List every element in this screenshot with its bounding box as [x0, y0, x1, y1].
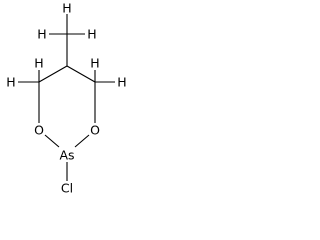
bond-o3-as: [74, 134, 90, 148]
atom-label-methyl-h-top: H: [62, 1, 71, 16]
atom-label-chlorine: Cl: [61, 181, 73, 196]
atom-label-o1: O: [34, 123, 44, 138]
bonds: [18, 14, 115, 181]
atom-labels: H H H H H H H O O As Cl: [6, 1, 126, 196]
bond-c5-c6: [66, 65, 96, 83]
atom-label-c6-h-top: H: [90, 56, 99, 71]
atom-label-c4-h-top: H: [34, 56, 43, 71]
atom-label-c4-h-left: H: [6, 75, 15, 90]
bond-o1-as: [44, 134, 60, 148]
atom-label-methyl-h-right: H: [87, 27, 96, 42]
structural-formula: H H H H H H H O O As Cl: [6, 1, 126, 196]
atom-label-arsenic: As: [59, 148, 74, 163]
bond-c5-c4: [38, 65, 68, 83]
atom-label-o3: O: [90, 123, 100, 138]
atom-label-c6-h-right: H: [117, 75, 126, 90]
atom-label-methyl-h-left: H: [37, 27, 46, 42]
